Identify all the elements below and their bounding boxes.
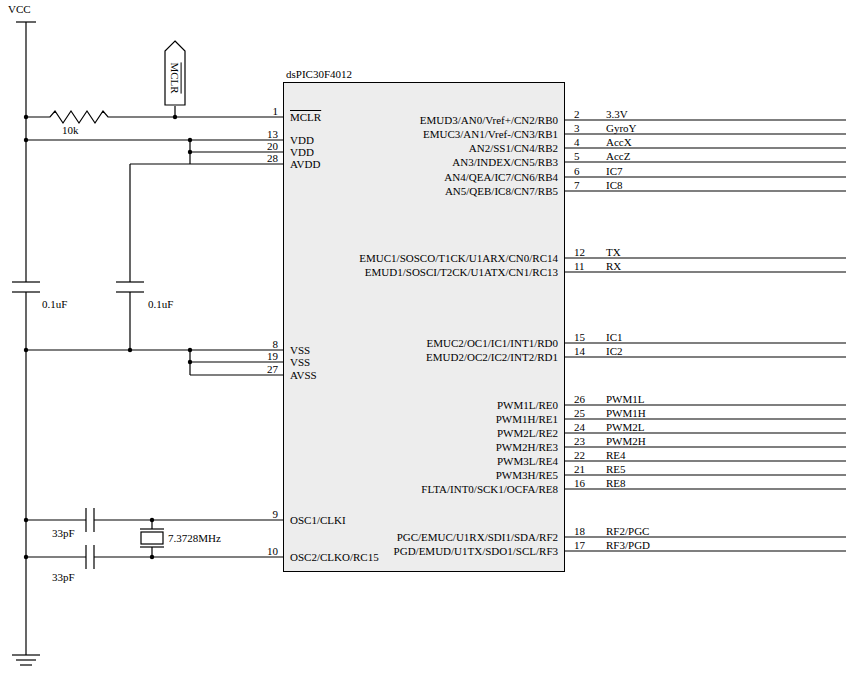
pin-number: 15: [574, 331, 585, 343]
signal-name: GyroY: [606, 122, 637, 134]
component-value: 10k: [62, 124, 79, 136]
pin-name: VDD: [290, 134, 314, 146]
pin-name: EMUC1/SOSCO/T1CK/U1ARX/CN0/RC14: [359, 252, 558, 264]
pin-number: 12: [574, 246, 585, 258]
signal-name: RF2/PGC: [606, 525, 649, 537]
pin-name: AVSS: [290, 369, 317, 381]
chip-title: dsPIC30F4012: [286, 68, 352, 80]
pin-number: 19: [267, 350, 278, 362]
pin-number: 28: [267, 152, 278, 164]
pin-name: VSS: [290, 356, 310, 368]
pin-name: AN2/SS1/CN4/RB2: [469, 142, 558, 154]
pin-name: PWM2H/RE3: [496, 441, 558, 453]
pin-name: PWM3H/RE5: [496, 469, 558, 481]
pin-number: 23: [574, 435, 585, 447]
signal-name: PWM2H: [606, 435, 646, 447]
signal-name: TX: [606, 246, 621, 258]
pin-name: PGC/EMUC/U1RX/SDI1/SDA/RF2: [397, 531, 558, 543]
pin-name: MCLR: [290, 111, 321, 123]
pin-number: 20: [267, 140, 278, 152]
pin-name: AN5/QEB/IC8/CN7/RB5: [445, 185, 558, 197]
pin-name: PWM2L/RE2: [497, 427, 558, 439]
signal-name: RX: [606, 260, 621, 272]
pin-name: PWM3L/RE4: [497, 455, 558, 467]
pin-name: EMUC2/OC1/IC1/INT1/RD0: [427, 337, 558, 349]
pin-number: 5: [574, 150, 580, 162]
pin-number: 17: [574, 539, 585, 551]
signal-name: IC7: [606, 165, 623, 177]
pin-number: 21: [574, 463, 585, 475]
signal-name: IC1: [606, 331, 623, 343]
signal-name: AccZ: [606, 150, 630, 162]
pin-number: 1: [273, 105, 279, 117]
component-value: VCC: [8, 3, 31, 15]
component-value: 0.1uF: [42, 298, 67, 310]
signal-name: IC8: [606, 179, 623, 191]
pin-number: 25: [574, 407, 585, 419]
signal-name: PWM1H: [606, 407, 646, 419]
pin-name: EMUC3/AN1/Vref-/CN3/RB1: [423, 128, 558, 140]
pin-name: EMUD2/OC2/IC2/INT2/RD1: [426, 351, 558, 363]
signal-name: RE4: [606, 449, 626, 461]
pin-name: OSC2/CLKO/RC15: [290, 551, 379, 563]
pin-name: VSS: [290, 344, 310, 356]
pin-number: 10: [267, 545, 278, 557]
signal-name: RF3/PGD: [606, 539, 650, 551]
component-value: 0.1uF: [148, 298, 173, 310]
component-value: 33pF: [52, 571, 75, 583]
wire: [175, 106, 283, 117]
net-name: MCLR: [169, 62, 181, 93]
signal-name: PWM2L: [606, 421, 645, 433]
pin-name: EMUD1/SOSCI/T2CK/U1ATX/CN1/RC13: [365, 266, 558, 278]
pin-name: PGD/EMUD/U1TX/SDO1/SCL/RF3: [394, 545, 558, 557]
pin-number: 3: [574, 122, 580, 134]
pin-number: 18: [574, 525, 585, 537]
pin-name: PWM1L/RE0: [497, 399, 558, 411]
pin-name: PWM1H/RE1: [496, 413, 558, 425]
pin-number: 27: [267, 363, 278, 375]
pin-number: 8: [273, 338, 279, 350]
pin-number: 7: [574, 179, 580, 191]
pin-name: AN3/INDEX/CN5/RB3: [452, 156, 558, 168]
pin-number: 14: [574, 345, 585, 357]
pin-name: AN4/QEA/IC7/CN6/RB4: [444, 171, 558, 183]
ic-package: dsPIC30F4012MCLRVDDVDDAVDDVSSVSSAVSSOSC1…: [283, 82, 565, 572]
pin-number: 13: [267, 128, 278, 140]
pin-name: VDD: [290, 146, 314, 158]
net-flag: MCLR: [164, 40, 186, 106]
component-value: 33pF: [52, 527, 75, 539]
pin-number: 9: [273, 508, 279, 520]
pin-number: 16: [574, 477, 585, 489]
signal-name: IC2: [606, 345, 623, 357]
pin-number: 2: [574, 108, 580, 120]
pin-number: 26: [574, 393, 585, 405]
pin-number: 11: [574, 260, 585, 272]
pin-name: OSC1/CLKI: [290, 514, 346, 526]
pin-number: 6: [574, 165, 580, 177]
signal-name: RE8: [606, 477, 626, 489]
signal-name: RE5: [606, 463, 626, 475]
pin-number: 24: [574, 421, 585, 433]
component-value: 7.3728MHz: [168, 532, 221, 544]
pin-number: 22: [574, 449, 585, 461]
pin-number: 4: [574, 136, 580, 148]
signal-name: PWM1L: [606, 393, 645, 405]
pin-name: EMUD3/AN0/Vref+/CN2/RB0: [420, 114, 558, 126]
signal-name: 3.3V: [606, 108, 628, 120]
pin-name: AVDD: [290, 158, 320, 170]
pin-name: FLTA/INT0/SCK1/OCFA/RE8: [421, 483, 558, 495]
signal-name: AccX: [606, 136, 632, 148]
